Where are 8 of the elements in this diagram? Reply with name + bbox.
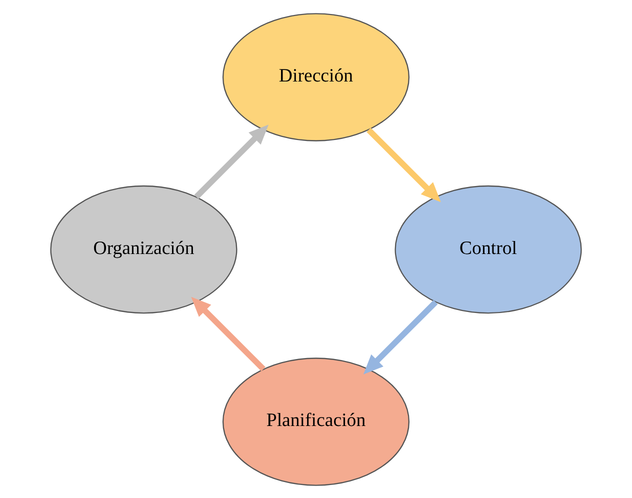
node-ellipse: Organización (50, 184, 238, 314)
arrow (191, 296, 266, 371)
arrow (366, 127, 441, 202)
node-ellipse: Dirección (222, 12, 410, 141)
node-ellipse: Control (394, 184, 582, 314)
node-ellipse: Planificación (222, 357, 410, 486)
arrow (194, 124, 269, 198)
arrow (363, 300, 438, 374)
